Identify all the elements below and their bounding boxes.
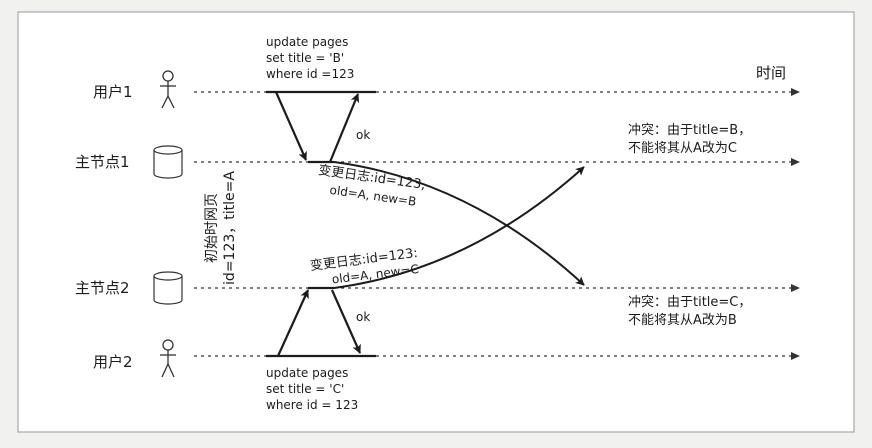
diagram-panel: [17, 11, 855, 433]
leader2-ack-arrow: [330, 289, 362, 354]
user1-write-arrow: [274, 91, 308, 161]
timeline-user1-arrowhead: [791, 88, 800, 96]
replication-arrow-leader1-to-leader2: [333, 161, 585, 286]
conflict1-line2: 不能将其从A改为C: [628, 141, 737, 156]
timeline-user2-arrowhead: [791, 352, 800, 360]
initial-page-line1: 初始时网页: [203, 193, 220, 263]
ack-label-1: ok: [356, 128, 370, 142]
user2-write-arrow: [276, 289, 310, 357]
conflict1-note: 冲突：由于title=B， 不能将其从A改为C: [628, 122, 751, 156]
initial-page-line2: id=123，title=A: [222, 171, 238, 285]
time-axis-label: 时间: [756, 64, 786, 82]
actor-label-leader1: 主节点1: [75, 153, 130, 171]
replication-arrow-leader2-to-leader1: [333, 166, 585, 289]
user-icon: [160, 339, 176, 378]
update2-line3: where id = 123: [266, 398, 358, 412]
user-icon: [160, 70, 176, 109]
ack-label-2: ok: [356, 310, 370, 324]
timeline-leader2-arrowhead: [791, 284, 800, 292]
database-icon: [153, 145, 183, 179]
update1-line3: where id =123: [266, 67, 354, 81]
update2-line1: update pages: [266, 366, 348, 380]
timeline-leader1-arrowhead: [791, 158, 800, 166]
initial-page-annotation: 初始时网页 id=123，title=A: [203, 171, 238, 285]
conflict1-line1: 冲突：由于title=B，: [628, 122, 751, 138]
conflict2-line2: 不能将其从A改为B: [628, 313, 737, 328]
actor-label-user2: 用户2: [93, 353, 133, 371]
update1-line2: set title = 'B': [266, 51, 344, 65]
update2-line2: set title = 'C': [266, 382, 344, 396]
actor-label-user1: 用户1: [93, 83, 133, 101]
leader1-ack-arrow: [328, 93, 360, 163]
conflict2-note: 冲突：由于title=C， 不能将其从A改为B: [628, 294, 751, 328]
update1-sql: update pages set title = 'B' where id =1…: [266, 35, 354, 81]
conflict2-line1: 冲突：由于title=C，: [628, 294, 751, 310]
actor-label-leader2: 主节点2: [75, 279, 130, 297]
database-icon: [153, 271, 183, 305]
update2-sql: update pages set title = 'C' where id = …: [266, 366, 358, 412]
update1-line1: update pages: [266, 35, 348, 49]
